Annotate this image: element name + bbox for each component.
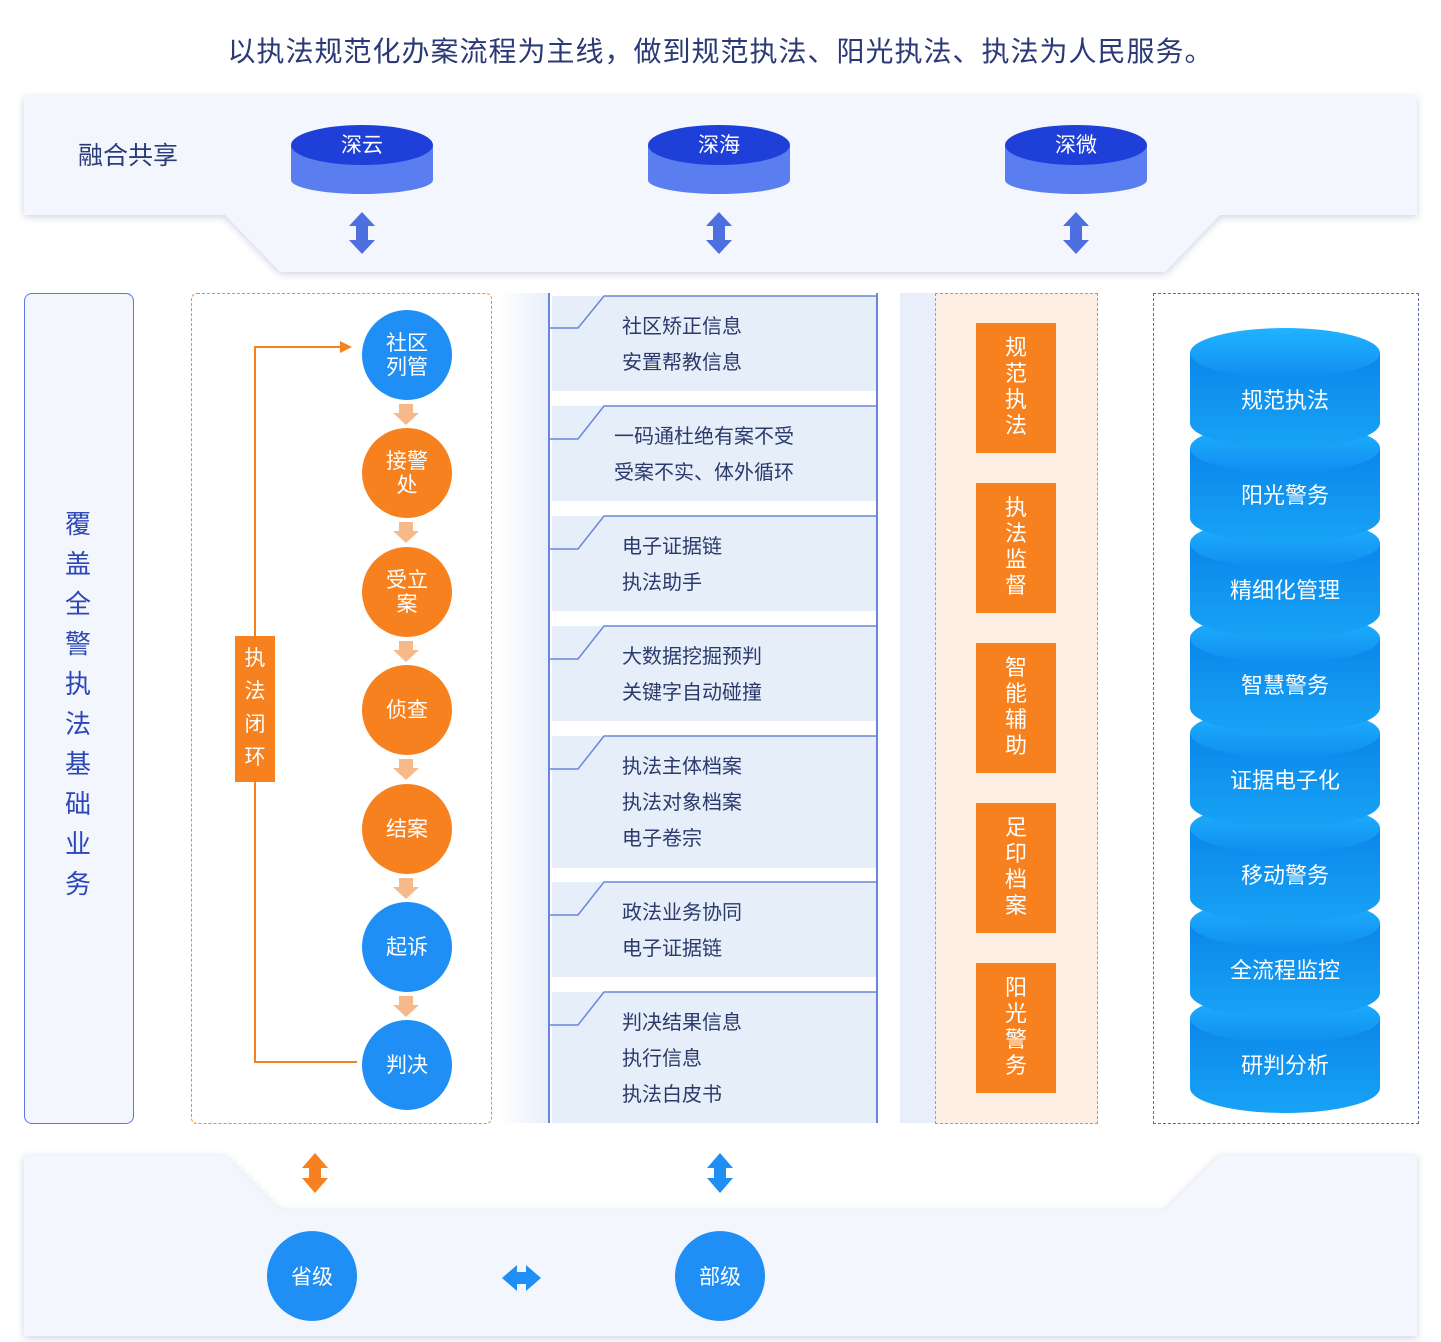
- info-item-line: 执行信息: [622, 1046, 702, 1070]
- info-item-line: 大数据挖掘预判: [622, 644, 762, 668]
- middle-stripe: [498, 293, 548, 1123]
- page-title: 以执法规范化办案流程为主线，做到规范执法、阳光执法、执法为人民服务。: [227, 35, 1214, 68]
- info-item-box: [552, 516, 876, 611]
- flow-step-label: 侦查: [386, 698, 428, 722]
- flow-step-label: 结案: [386, 817, 428, 841]
- double-arrow-icon: [707, 1153, 733, 1193]
- info-item-box: [552, 626, 876, 721]
- capability-tag: 足印档案: [976, 803, 1056, 933]
- loop-tag: 执法闭环: [235, 636, 275, 782]
- left-title-box: [24, 293, 134, 1124]
- double-arrow-icon: [706, 212, 732, 254]
- ministry-level-node: 部级: [675, 1231, 765, 1321]
- info-item-text: 政法业务协同电子证据链: [622, 894, 742, 966]
- db-stack-label: 移动警务: [1240, 864, 1329, 889]
- info-item-line: 执法助手: [622, 570, 702, 594]
- double-arrow-icon: [1063, 212, 1089, 254]
- step-arrows: [393, 404, 419, 1017]
- info-item-box: [552, 406, 876, 501]
- capability-tag: 执法监督: [976, 483, 1056, 613]
- db-stack-label: 规范执法: [1240, 389, 1329, 414]
- info-item-line: 政法业务协同: [622, 900, 742, 924]
- info-item-box: [552, 296, 876, 391]
- db-label-shenyun: 深云: [341, 133, 383, 157]
- info-item-line: 受案不实、体外循环: [614, 460, 794, 484]
- db-stack-label: 精细化管理: [1229, 579, 1340, 604]
- flow-step: 结案: [362, 784, 452, 874]
- flow-step: 起诉: [362, 902, 452, 992]
- flow-step-label: 接警处: [386, 449, 428, 497]
- db-stack-box: [1153, 293, 1419, 1124]
- flow-step: 受立案: [362, 547, 452, 637]
- info-item-line: 执法对象档案: [622, 790, 742, 814]
- db-stack-label: 研判分析: [1240, 1054, 1329, 1079]
- info-item-text: 电子证据链执法助手: [622, 528, 722, 600]
- flow-step: 侦查: [362, 665, 452, 755]
- info-item-line: 社区矫正信息: [622, 314, 742, 338]
- db-stack-label: 全流程监控: [1229, 959, 1340, 984]
- info-item-line: 判决结果信息: [622, 1010, 742, 1034]
- info-item-text: 一码通杜绝有案不受受案不实、体外循环: [614, 418, 794, 490]
- database-icon-shenwei: [1005, 125, 1147, 194]
- left-title: 覆盖全警执法基础业务: [24, 505, 132, 905]
- flow-step: 社区列管: [362, 310, 452, 400]
- capability-tag: 智能辅助: [976, 643, 1056, 773]
- right-stripe: [900, 293, 935, 1123]
- flow-step: 判决: [362, 1020, 452, 1110]
- middle-left-line: [548, 293, 550, 1123]
- info-item-box: [552, 992, 876, 1123]
- info-item-text: 判决结果信息执行信息执法白皮书: [622, 1004, 742, 1112]
- middle-right-line: [876, 293, 878, 1123]
- capability-tag: 阳光警务: [976, 963, 1056, 1093]
- info-item-line: 安置帮教信息: [622, 350, 742, 374]
- db-label-shenwei: 深微: [1055, 133, 1097, 157]
- info-item-line: 执法白皮书: [622, 1082, 722, 1106]
- info-item-box: [552, 882, 876, 977]
- info-item-line: 关键字自动碰撞: [622, 680, 762, 704]
- flow-step: 接警处: [362, 428, 452, 518]
- loop-arrowhead-icon: [340, 341, 352, 353]
- info-item-line: 电子证据链: [622, 936, 722, 960]
- horizontal-double-arrow-icon: [502, 1265, 541, 1291]
- provincial-level-node: 省级: [267, 1231, 357, 1321]
- top-databases: [291, 125, 1147, 254]
- db-label-shenhai: 深海: [698, 133, 740, 157]
- flow-step-label: 起诉: [386, 935, 428, 959]
- db-stack-label: 智慧警务: [1240, 674, 1329, 699]
- info-item-text: 大数据挖掘预判关键字自动碰撞: [622, 638, 762, 710]
- info-item-line: 一码通杜绝有案不受: [614, 424, 794, 448]
- double-arrow-icon: [302, 1153, 328, 1193]
- double-arrow-icon: [349, 212, 375, 254]
- flow-step-label: 判决: [386, 1053, 428, 1077]
- db-stack-label: 证据电子化: [1229, 769, 1340, 794]
- db-stack-label: 阳光警务: [1240, 484, 1329, 509]
- flow-step-label: 受立案: [386, 568, 428, 616]
- database-icon-shenhai: [648, 125, 790, 194]
- left-title-text: 覆盖全警执法基础业务: [64, 510, 91, 900]
- info-item-line: 电子卷宗: [622, 826, 702, 850]
- info-item-box: [552, 736, 876, 868]
- info-item-line: 电子证据链: [622, 534, 722, 558]
- info-item-text: 执法主体档案执法对象档案电子卷宗: [622, 748, 742, 856]
- info-item-line: 执法主体档案: [622, 754, 742, 778]
- loop-label: 执法闭环: [244, 646, 266, 769]
- capability-tag: 规范执法: [976, 323, 1056, 453]
- info-item-text: 社区矫正信息安置帮教信息: [622, 308, 742, 380]
- database-cylinder-icon: [1190, 328, 1380, 448]
- database-icon-shenyun: [291, 125, 433, 194]
- share-label: 融合共享: [78, 141, 179, 170]
- flow-step-label: 社区列管: [386, 331, 428, 379]
